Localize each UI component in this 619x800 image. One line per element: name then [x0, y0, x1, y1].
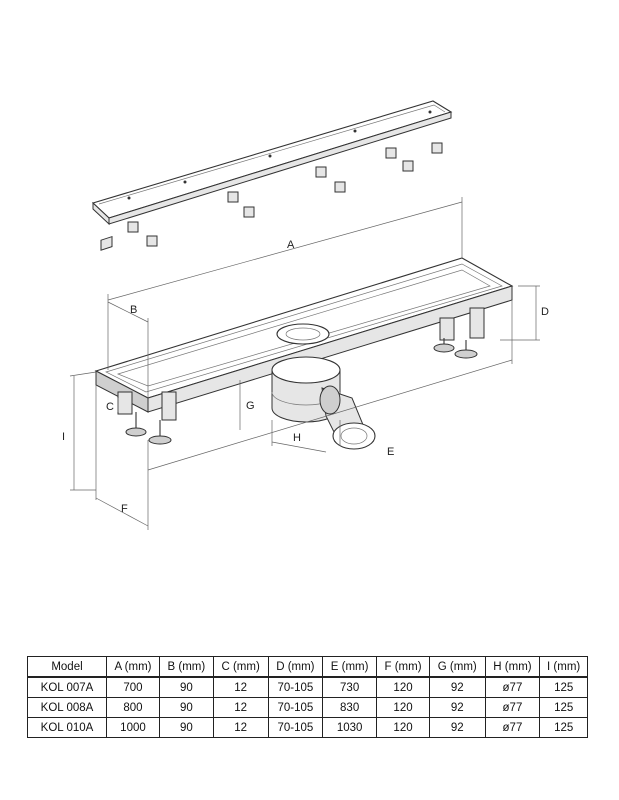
- cell-f: 120: [376, 717, 430, 738]
- col-model: Model: [27, 656, 107, 678]
- label-h: H: [293, 432, 301, 444]
- label-e: E: [387, 446, 394, 458]
- dimension-lines: [69, 197, 540, 530]
- cell-i: 125: [539, 697, 588, 718]
- left-adjustable-feet: [117, 391, 177, 445]
- siphon-trap: [271, 356, 376, 450]
- cell-i: 125: [539, 676, 588, 698]
- cell-g: 92: [428, 717, 486, 738]
- label-a: A: [287, 239, 295, 251]
- cell-e: 730: [322, 676, 378, 698]
- mounting-clips: [100, 142, 443, 251]
- cell-b: 90: [158, 717, 214, 738]
- cell-g: 92: [428, 697, 486, 718]
- cell-i: 125: [539, 717, 588, 738]
- specifications-table: Model A (mm) B (mm) C (mm) D (mm) E (mm)…: [27, 656, 588, 738]
- col-d: D (mm): [267, 656, 324, 678]
- cell-c: 12: [212, 676, 269, 698]
- label-g: G: [246, 400, 255, 412]
- cell-h: ø77: [484, 676, 541, 698]
- col-i: I (mm): [539, 656, 588, 678]
- cell-h: ø77: [484, 717, 541, 738]
- table-row: KOL 008A 800 90 12 70-105 830 120 92 ø77…: [27, 697, 588, 718]
- table-row: KOL 010A 1000 90 12 70-105 1030 120 92 ø…: [27, 717, 588, 738]
- col-g: G (mm): [428, 656, 486, 678]
- col-e: E (mm): [322, 656, 378, 678]
- table-header-row: Model A (mm) B (mm) C (mm) D (mm) E (mm)…: [27, 656, 588, 678]
- label-c: C: [106, 401, 114, 413]
- label-b: B: [130, 304, 137, 316]
- cell-h: ø77: [484, 697, 541, 718]
- cell-f: 120: [376, 697, 430, 718]
- table-row: KOL 007A 700 90 12 70-105 730 120 92 ø77…: [27, 676, 588, 698]
- cell-model: KOL 008A: [27, 697, 107, 718]
- cell-e: 830: [322, 697, 378, 718]
- col-c: C (mm): [212, 656, 269, 678]
- cell-model: KOL 007A: [27, 676, 107, 698]
- grate-cover: [91, 100, 453, 226]
- dimension-labels: A B C D E F G H I: [62, 239, 549, 515]
- col-f: F (mm): [376, 656, 430, 678]
- technical-drawing: A B C D E F G H I: [62, 100, 549, 530]
- cell-a: 800: [106, 697, 160, 718]
- cell-e: 1030: [322, 717, 378, 738]
- label-f: F: [121, 503, 128, 515]
- cell-d: 70-105: [267, 697, 324, 718]
- cell-c: 12: [212, 697, 269, 718]
- col-h: H (mm): [484, 656, 541, 678]
- col-b: B (mm): [158, 656, 214, 678]
- cell-a: 1000: [106, 717, 160, 738]
- cell-c: 12: [212, 717, 269, 738]
- cell-b: 90: [158, 676, 214, 698]
- cell-d: 70-105: [267, 676, 324, 698]
- right-adjustable-feet: [433, 307, 485, 359]
- label-i: I: [62, 431, 65, 443]
- cell-f: 120: [376, 676, 430, 698]
- cell-a: 700: [106, 676, 160, 698]
- cell-model: KOL 010A: [27, 717, 107, 738]
- cell-b: 90: [158, 697, 214, 718]
- col-a: A (mm): [106, 656, 160, 678]
- cell-g: 92: [428, 676, 486, 698]
- label-d: D: [541, 306, 549, 318]
- cell-d: 70-105: [267, 717, 324, 738]
